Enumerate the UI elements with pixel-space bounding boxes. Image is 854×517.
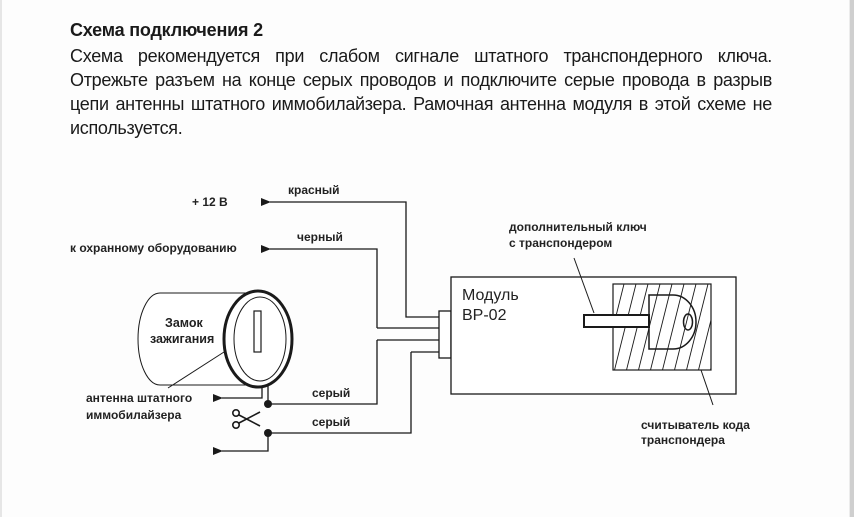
extra-key-label-line2: с транспондером [509,236,612,250]
reader-label-line2: транспондера [641,433,725,447]
scissors-icon [232,408,261,429]
ignition-lock [137,289,294,389]
extra-key-pointer-line [573,257,595,314]
page-edge-left [0,0,2,517]
antenna-label-line2: иммобилайзера [86,408,182,422]
splice-point-1 [264,400,272,408]
wire-gray-2-label: серый [312,415,350,429]
page-edge-right [849,0,854,517]
module-label-line1: Модуль [462,287,519,304]
security-output-label: к охранному оборудованию [70,241,237,255]
wire-black [261,245,378,328]
extra-transponder-key [583,294,697,350]
connector-wire-stubs [377,314,439,353]
ignition-lock-label-line1: Замок [165,316,204,330]
extra-key-label-line1: дополнительный ключ [509,220,647,234]
wire-gray-1-label: серый [312,386,350,400]
key-slot [253,310,262,353]
antenna-pointer-line [167,351,225,389]
description-paragraph: Схема рекомендуется при слабом сигнале ш… [70,46,772,138]
splice-point-2 [264,429,272,437]
module-label-line2: BP-02 [462,307,507,324]
power-output-label: + 12 В [192,195,228,209]
antenna-label-line1: антенна штатного [86,391,192,405]
wire-black-label: черный [297,230,343,244]
wire-red-label: красный [288,183,340,197]
wire-gray-1 [268,340,378,405]
wire-red [261,198,407,314]
module-connector [438,310,452,359]
reader-label-line1: считыватель кода [641,418,750,432]
wire-gray-2 [268,352,412,434]
ignition-lock-label-line2: зажигания [150,332,214,346]
reader-pointer-line [700,369,714,406]
page-title: Схема подключения 2 [70,20,263,40]
